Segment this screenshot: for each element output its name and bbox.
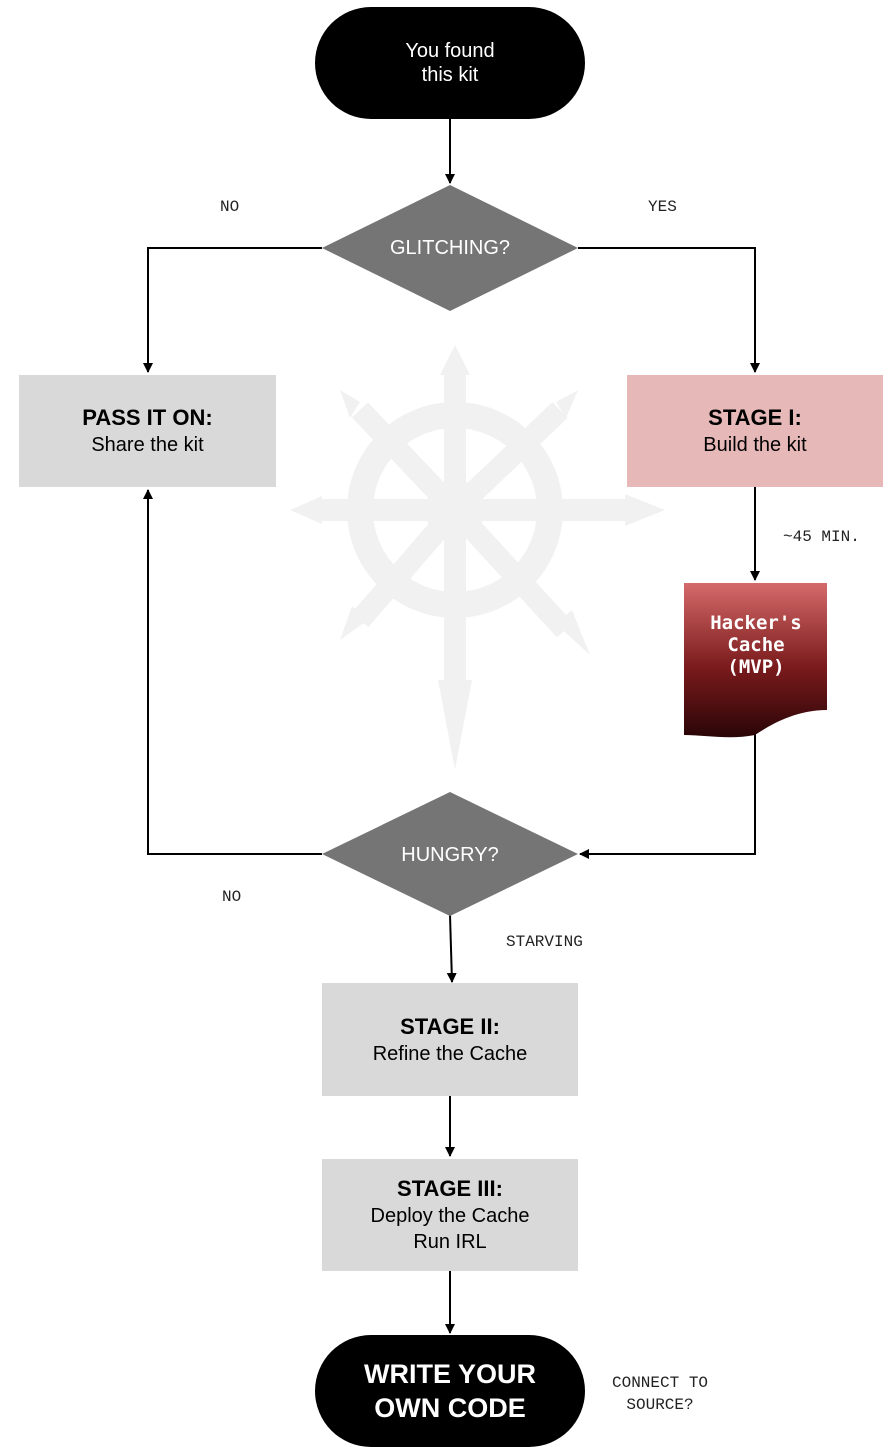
cache-label-line1: Hacker's — [710, 612, 802, 634]
stage3-line2: Run IRL — [413, 1231, 487, 1253]
edge-label-glitching-no: NO — [220, 198, 240, 216]
stage2-sub: Refine the Cache — [372, 1042, 528, 1065]
start-node: You found this kit — [315, 7, 585, 119]
end-note-line1: CONNECT TO — [612, 1374, 709, 1392]
stage3-title: STAGE III: — [397, 1176, 503, 1201]
decision-glitching-shape — [322, 185, 578, 311]
stage2-node: STAGE II: Refine the Cache — [322, 983, 578, 1096]
edge-label-hungry-no: NO — [222, 888, 242, 906]
connector-lines — [143, 118, 760, 1334]
cache-label-line3: (MVP) — [727, 656, 785, 678]
stage2-title: STAGE II: — [400, 1013, 500, 1039]
cache-label-line2: Cache — [727, 634, 785, 656]
end-note-line2: SOURCE? — [626, 1396, 694, 1414]
stage1-title: STAGE I: — [708, 405, 802, 430]
decision-hungry-label: HUNGRY? — [401, 844, 499, 866]
end-note: CONNECT TO SOURCE? — [612, 1372, 708, 1416]
start-label-line1: You found — [405, 40, 495, 62]
end-label-line2: OWN CODE — [374, 1393, 526, 1423]
chaos-star-icon — [290, 345, 665, 770]
pass-it-on-node: PASS IT ON: Share the kit — [19, 375, 276, 487]
pass-it-on-title: PASS IT ON: — [82, 405, 213, 430]
cache-document-shape — [684, 583, 827, 738]
edge-label-time: ~45 MIN. — [783, 528, 860, 546]
decision-glitching-label: GLITCHING? — [389, 237, 511, 259]
stage3-node: STAGE III: Deploy the Cache Run IRL — [322, 1159, 578, 1271]
end-node: WRITE YOUR OWN CODE — [315, 1335, 585, 1447]
start-label-line2: this kit — [421, 64, 479, 86]
stage1-sub: Build the kit — [703, 434, 807, 456]
pass-it-on-sub: Share the kit — [91, 434, 204, 456]
end-label-line1: WRITE YOUR — [363, 1359, 536, 1389]
edge-label-glitching-yes: YES — [648, 198, 677, 216]
edge-label-starving: STARVING — [506, 933, 583, 951]
decision-hungry-shape — [322, 792, 578, 916]
stage3-line1: Deploy the Cache — [370, 1205, 530, 1227]
stage1-node: STAGE I: Build the kit — [627, 375, 883, 487]
cache-label: Hacker's Cache (MVP) — [684, 612, 828, 678]
